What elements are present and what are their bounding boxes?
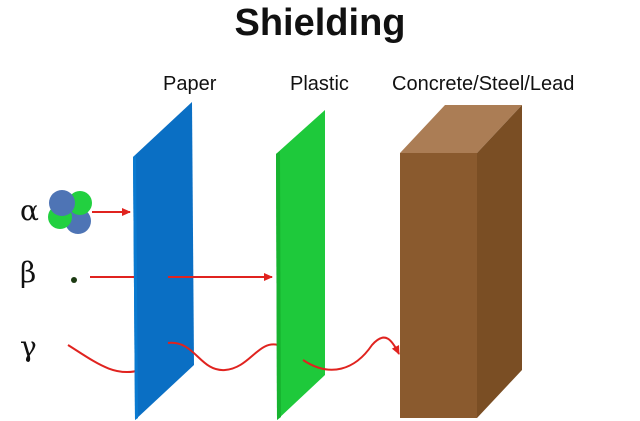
gamma-ray-wave-3 [302,336,400,371]
gamma-symbol: γ [20,330,37,363]
beta-symbol: β [20,256,37,289]
paper-barrier [133,102,194,420]
plastic-barrier [276,110,325,420]
beta-particle-icon [71,277,77,283]
gamma-ray-wave [67,344,141,374]
concrete-label: Concrete/Steel/Lead [392,73,575,95]
alpha-particle-icon [48,190,92,234]
paper-label: Paper [163,73,217,95]
diagram-title: Shielding [234,2,406,44]
alpha-symbol: α [20,194,39,227]
plastic-label: Plastic [290,73,349,95]
gamma-ray-wave-2 [167,341,279,372]
concrete-block [400,105,522,418]
